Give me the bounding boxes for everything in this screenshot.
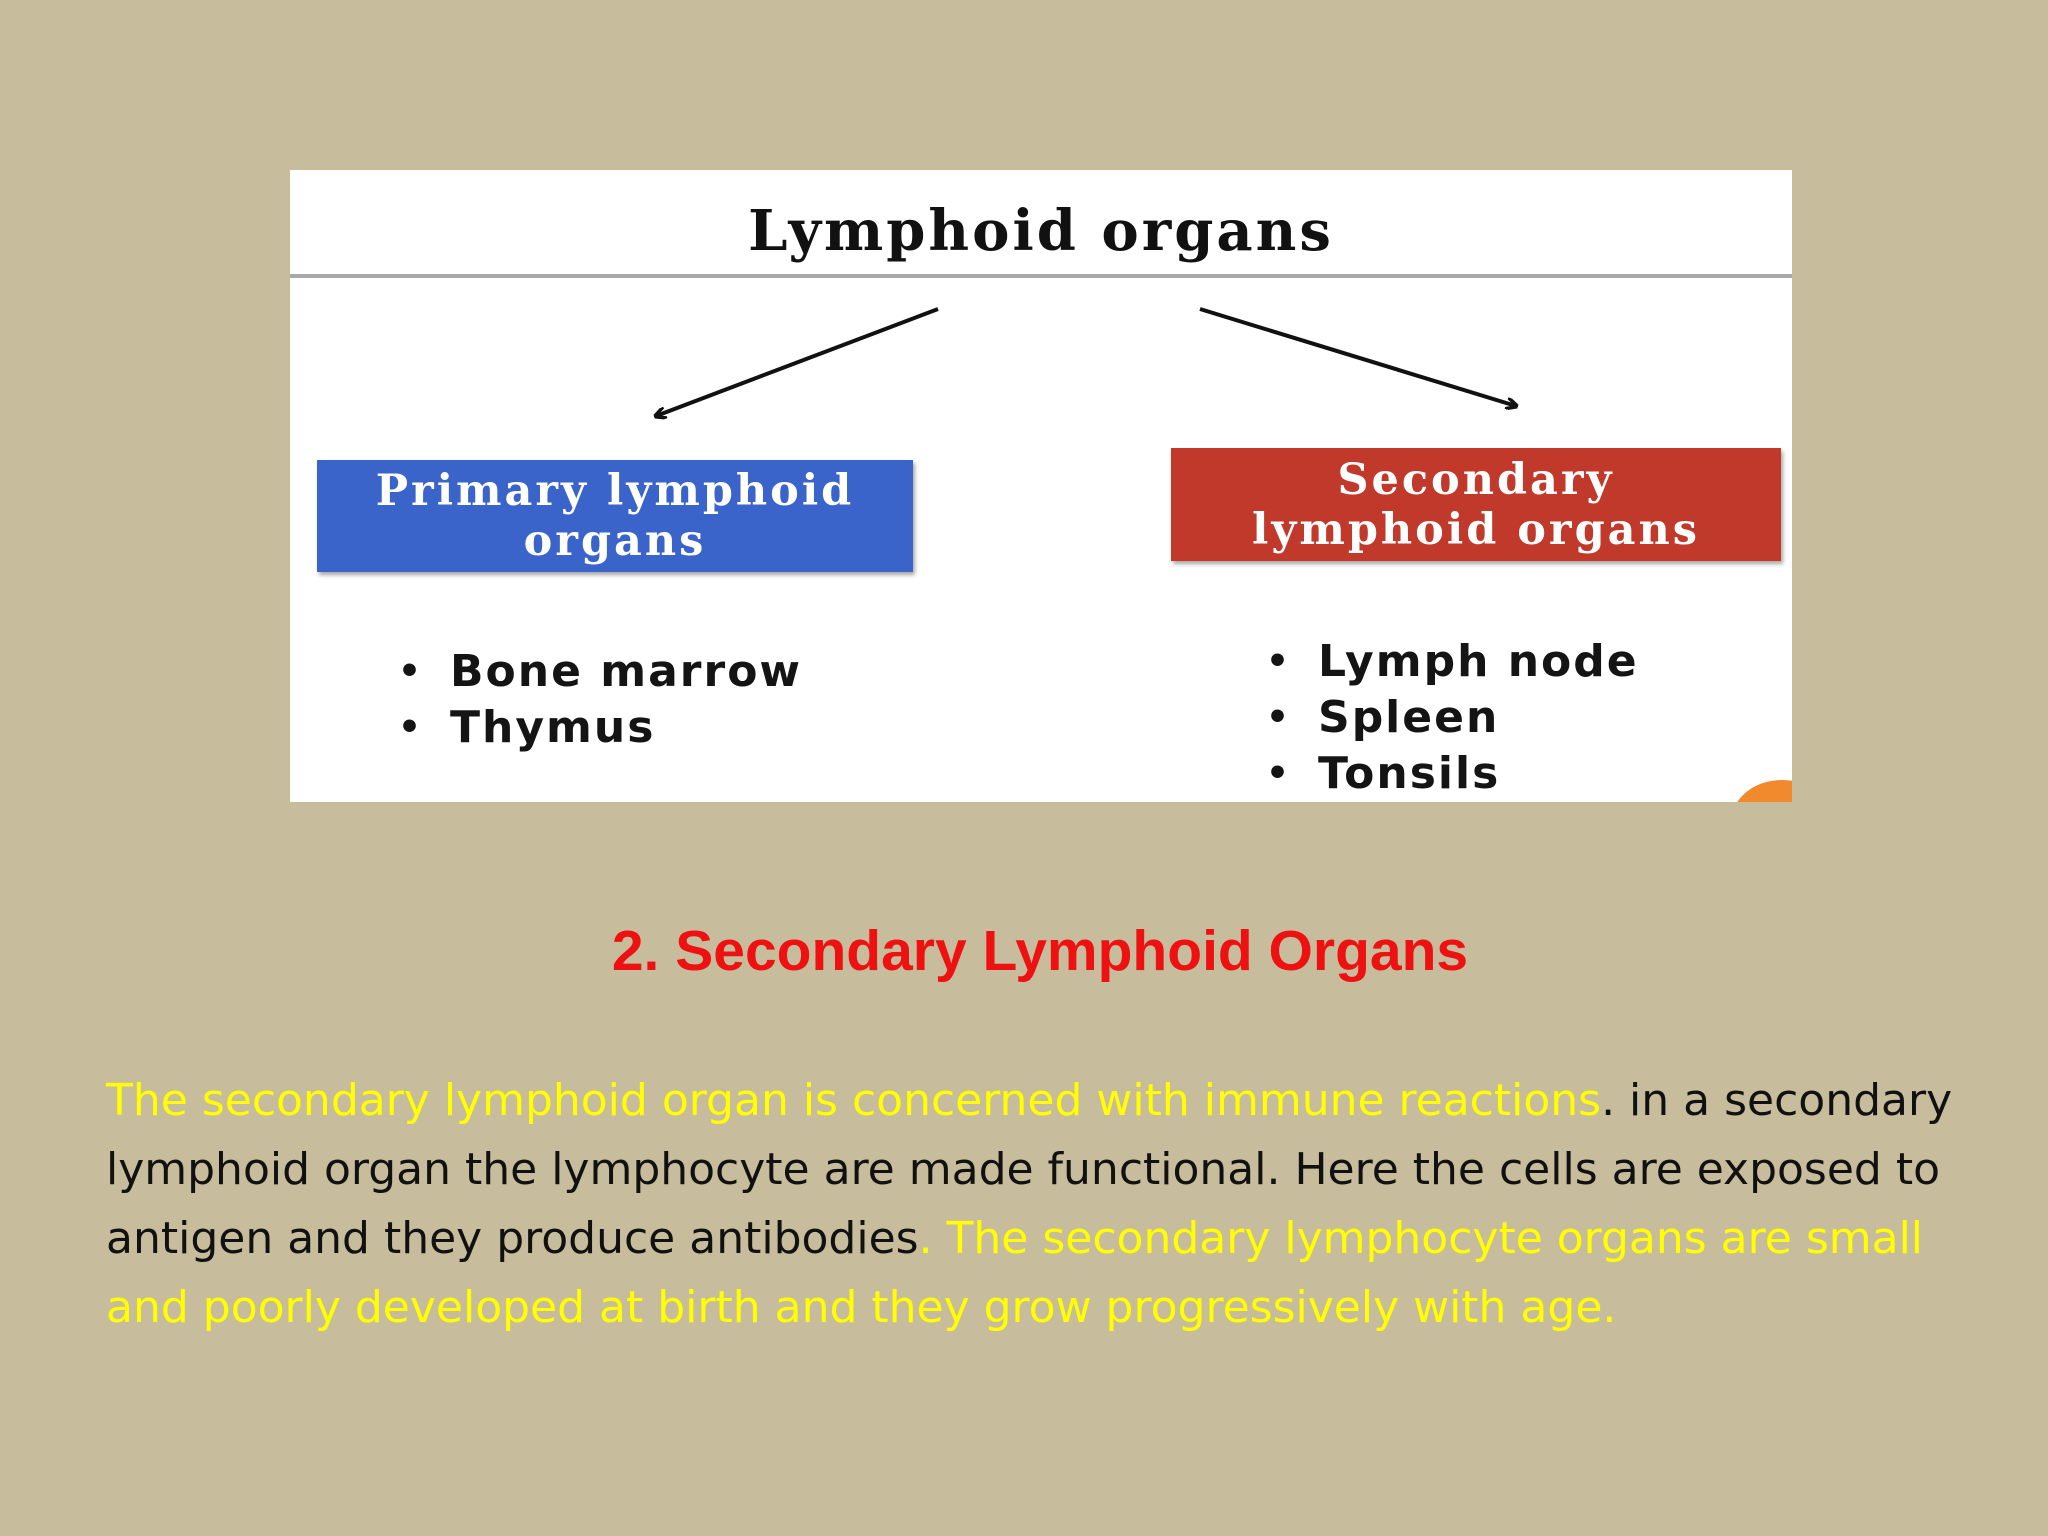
- list-item: • Lymph node: [1258, 634, 1639, 690]
- list-item-label: Thymus: [450, 702, 656, 753]
- list-item: • Tonsils: [1258, 746, 1639, 802]
- list-item: • Spleen: [1258, 690, 1639, 746]
- list-item: • Bone marrow: [390, 644, 802, 700]
- diagram-title: Lymphoid organs: [748, 198, 1334, 264]
- arrow-to-secondary: [1199, 307, 1516, 406]
- bullet-icon: •: [398, 707, 424, 748]
- primary-organ-list: • Bone marrow • Thymus: [390, 644, 802, 756]
- bullet-icon: •: [1266, 753, 1292, 794]
- paragraph-text: . in a secondary lymphoid organ the lymp…: [106, 1075, 1953, 1264]
- lymphoid-organs-diagram: Lymphoid organs Primary lymphoid organs …: [290, 170, 1792, 802]
- highlighted-text: . The secondary lymphocyte organs are sm…: [106, 1213, 1924, 1333]
- bullet-icon: •: [1266, 641, 1292, 682]
- secondary-organ-list: • Lymph node • Spleen • Tonsils: [1258, 634, 1639, 802]
- bullet-icon: •: [398, 651, 424, 692]
- list-item-label: Tonsils: [1318, 748, 1501, 799]
- bullet-icon: •: [1266, 697, 1292, 738]
- primary-box-label-line2: organs: [523, 516, 707, 566]
- highlighted-text: The secondary lymphoid organ is concerne…: [106, 1075, 1602, 1126]
- list-item-label: Lymph node: [1318, 636, 1639, 687]
- list-item-label: Spleen: [1318, 692, 1500, 743]
- secondary-box-label-line1: Secondary: [1337, 454, 1615, 505]
- secondary-lymphoid-box: Secondary lymphoid organs: [1171, 448, 1781, 561]
- list-item-label: Bone marrow: [450, 646, 803, 697]
- secondary-box-label-line2: lymphoid organs: [1252, 504, 1700, 555]
- primary-lymphoid-box: Primary lymphoid organs: [317, 460, 913, 572]
- branch-arrows: [290, 307, 1792, 802]
- title-divider: [290, 274, 1792, 278]
- list-item: • Thymus: [390, 700, 802, 756]
- arrow-to-primary: [656, 307, 939, 416]
- body-paragraph: The secondary lymphoid organ is concerne…: [106, 1066, 2006, 1342]
- section-heading: 2. Secondary Lymphoid Organs: [611, 919, 1469, 983]
- primary-box-label-line1: Primary lymphoid: [375, 466, 855, 516]
